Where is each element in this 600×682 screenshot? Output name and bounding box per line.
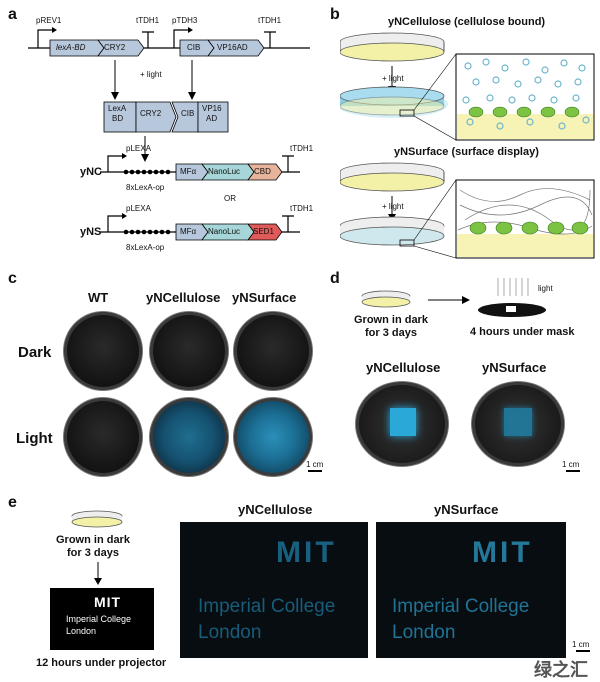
d-grown-text: Grown in dark for 3 days xyxy=(354,314,428,339)
yNS-mfa: MFα xyxy=(180,227,197,236)
yNC-mfa: MFα xyxy=(180,167,197,176)
b-title-surface: yNSurface (surface display) xyxy=(394,146,539,158)
e-grown-text: Grown in dark for 3 days xyxy=(56,534,130,559)
c-col-yncellulose: yNCellulose xyxy=(146,290,221,305)
c-row-light: Light xyxy=(16,430,53,447)
yNC-op: 8xLexA-op xyxy=(126,183,165,192)
yNS-promoter: pLEXA xyxy=(126,204,151,213)
e-img2-mit: MIT xyxy=(472,536,533,569)
d-grown-label: Grown in dark for 3 days xyxy=(354,314,428,340)
e-image-ynsurface: MIT Imperial College London xyxy=(376,522,566,658)
yNS-nanoluc: NanoLuc xyxy=(208,227,241,236)
d-square-yncellulose xyxy=(390,408,416,436)
CRY2-label: CRY2 xyxy=(104,43,126,52)
yNS-term: tTDH1 xyxy=(290,204,314,213)
e-projector-mask: MIT Imperial College London xyxy=(50,588,154,650)
e-col-ynsurface: yNSurface xyxy=(434,502,499,517)
lexA-BD-label: lexA-BD xyxy=(56,43,86,52)
e-grown-label: Grown in dark for 3 days xyxy=(56,534,130,560)
panel-c-label: c xyxy=(8,270,17,287)
pREV1-label: pREV1 xyxy=(36,16,62,25)
yNC-nanoluc: NanoLuc xyxy=(208,167,241,176)
e-scale-bar xyxy=(576,650,590,652)
yNC-operator-dots xyxy=(123,169,171,175)
b-light2: + light xyxy=(382,202,404,211)
panel-e-label: e xyxy=(8,494,17,511)
d-scale-label: 1 cm xyxy=(562,460,580,469)
e-arrow xyxy=(94,562,102,585)
complex-lexA-label: LexA xyxy=(108,104,127,113)
complex-cry2-box xyxy=(135,101,177,133)
panel-d-top-diagram xyxy=(361,278,546,317)
VP16AD-label: VP16AD xyxy=(217,43,248,52)
yNC-tag: CBD xyxy=(254,167,271,176)
e-scale-label: 1 cm xyxy=(572,640,590,649)
yNS-name: yNS xyxy=(80,226,102,238)
tTDH1-label-b: tTDH1 xyxy=(258,16,282,25)
tTDH1-label-a: tTDH1 xyxy=(136,16,160,25)
d-square-ynsurface xyxy=(504,408,532,436)
b-title-cellulose: yNCellulose (cellulose bound) xyxy=(388,16,546,28)
c-dish-wt-light xyxy=(64,398,142,476)
e-img2-line1: Imperial College xyxy=(392,596,530,617)
panel-a-label: a xyxy=(8,6,17,23)
c-col-ynsurface: yNSurface xyxy=(232,290,297,305)
yNS-op: 8xLexA-op xyxy=(126,243,165,252)
light-label-a: + light xyxy=(140,70,162,79)
or-label: OR xyxy=(224,194,236,203)
d-col-yncellulose: yNCellulose xyxy=(366,360,441,375)
d-scale-bar xyxy=(566,470,580,472)
complex-ad-label: AD xyxy=(206,114,218,123)
yNS-sed1-box xyxy=(247,223,283,241)
yNS-operator-dots xyxy=(123,229,171,235)
watermark: 绿之汇 xyxy=(534,660,588,680)
complex-bd-label: BD xyxy=(112,114,124,123)
e-image-yncellulose: MIT Imperial College London xyxy=(180,522,368,658)
e-col-yncellulose: yNCellulose xyxy=(238,502,313,517)
e-img2-line2: London xyxy=(392,622,456,643)
e-caption: 12 hours under projector xyxy=(36,657,167,669)
c-dish-yncellulose-dark xyxy=(150,312,228,390)
c-col-wt: WT xyxy=(88,290,109,305)
complex-lexA-box xyxy=(103,101,137,133)
yNC-name: yNC xyxy=(80,166,103,178)
complex-cib-label: CIB xyxy=(181,109,195,118)
c-dish-ynsurface-dark xyxy=(234,312,312,390)
panel-b-diagram xyxy=(340,32,595,259)
complex-vp16-box xyxy=(197,101,229,133)
pTDH3-label: pTDH3 xyxy=(172,16,198,25)
panel-b-label: b xyxy=(330,6,340,23)
VP16AD-box xyxy=(207,39,265,57)
d-light-label: light xyxy=(538,284,553,293)
e-dish-icon xyxy=(71,510,123,528)
e-img1-line1: Imperial College xyxy=(198,596,336,617)
CRY2-box xyxy=(97,39,145,57)
panel-d-label: d xyxy=(330,270,340,287)
e-img1-line2: London xyxy=(198,622,262,643)
e-logo-line1: Imperial College xyxy=(66,614,132,624)
panel-a-diagram xyxy=(28,27,310,241)
c-scale-bar xyxy=(308,470,322,472)
complex-cib-box xyxy=(171,101,199,133)
yNC-term: tTDH1 xyxy=(290,144,314,153)
b-light1: + light xyxy=(382,74,404,83)
b-dish2-speckle xyxy=(340,226,445,246)
yNC-cbd-box xyxy=(247,163,283,181)
yNC-promoter: pLEXA xyxy=(126,144,151,153)
d-col-ynsurface: yNSurface xyxy=(482,360,547,375)
c-dish-wt-dark xyxy=(64,312,142,390)
CIB-label: CIB xyxy=(187,43,201,52)
e-img1-mit: MIT xyxy=(276,536,337,569)
c-dish-yncellulose-light xyxy=(150,398,228,476)
complex-cry2-label: CRY2 xyxy=(140,109,162,118)
e-logo-line2: London xyxy=(66,626,97,636)
c-dish-ynsurface-light xyxy=(234,398,312,476)
yNS-tag: SED1 xyxy=(253,227,274,236)
complex-vp16-label: VP16 xyxy=(202,104,222,113)
c-row-dark: Dark xyxy=(18,344,52,361)
c-scale-label: 1 cm xyxy=(306,460,324,469)
d-mask-label: 4 hours under mask xyxy=(470,326,575,338)
e-logo-mit: MIT xyxy=(94,594,122,610)
